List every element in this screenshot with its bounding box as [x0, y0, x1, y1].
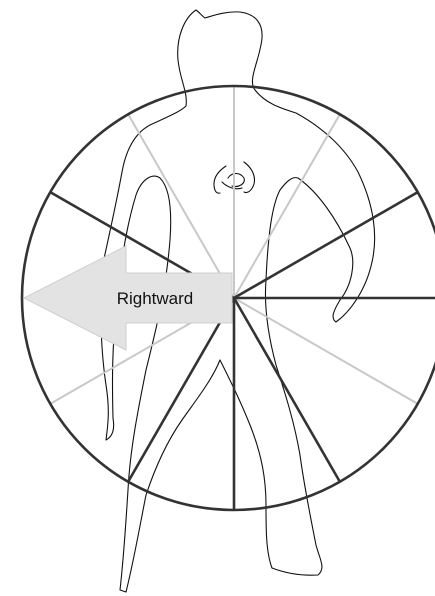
- arrow-label: Rightward: [117, 289, 194, 308]
- spine-sketch-center: [228, 174, 244, 187]
- sector-line-down-right: [234, 298, 418, 404]
- sector-line-down-left-steep: [128, 298, 234, 482]
- spine-sketch-right: [244, 162, 255, 193]
- spine-sketch-left: [214, 166, 226, 193]
- sector-line-right-upper: [234, 192, 418, 298]
- sector-line-up-right: [234, 114, 340, 298]
- spine-sketch-bottom: [222, 182, 242, 189]
- sector-line-down-right-steep: [234, 298, 340, 482]
- direction-arrow: Rightward: [24, 246, 232, 350]
- sector-line-up-left: [128, 114, 234, 298]
